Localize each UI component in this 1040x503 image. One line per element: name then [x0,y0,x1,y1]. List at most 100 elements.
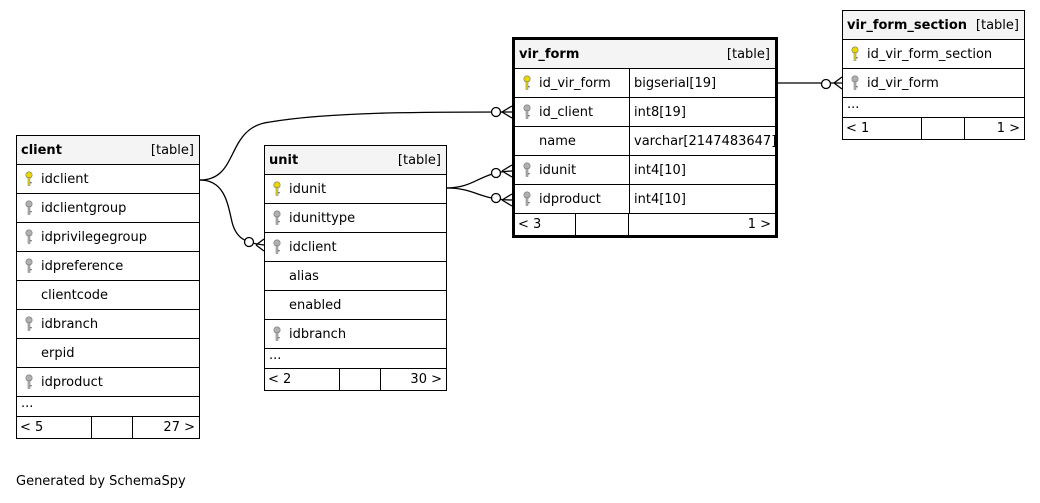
foreign-key-icon [17,194,41,222]
column-row[interactable]: idunit [265,175,446,204]
column-row[interactable]: idclient [17,165,199,194]
no-key-spacer [265,262,289,290]
no-key-spacer [265,291,289,319]
column-name-cell: idclient [265,233,337,261]
parents-count[interactable]: < 2 [265,369,340,390]
column-name-cell: idbranch [17,310,98,338]
crowsfoot-vir-form-idunit-b [501,170,513,178]
crowsfoot-vir-form-idproduct-a [501,193,513,201]
children-count[interactable]: 1 > [996,121,1020,136]
column-name: idclientgroup [41,200,127,216]
column-name: idprivilegegroup [41,229,147,245]
crowsfoot-vir-form-idunit-a [501,164,513,172]
more-columns: ... [265,349,446,369]
column-row[interactable]: id_vir_form_section [843,40,1024,69]
primary-key-icon [17,165,41,193]
column-row[interactable]: idbranch [17,310,199,339]
column-row[interactable]: alias [265,262,446,291]
children-count[interactable]: 1 > [747,217,771,232]
column-name: id_vir_form_section [867,46,993,62]
column-name: idclient [41,171,89,187]
parents-count[interactable]: < 3 [515,214,576,235]
column-name-cell: enabled [265,291,341,319]
column-type: varchar[2147483647] [629,127,776,155]
table-name: vir_form_section [847,17,968,33]
parents-count[interactable]: < 5 [17,417,92,438]
column-row[interactable]: idprivilegegroup [17,223,199,252]
table-name: unit [269,152,299,168]
column-row[interactable]: idunittype [265,204,446,233]
table-vir-form-section[interactable]: vir_form_section [table] id_vir_form_sec… [842,10,1025,140]
primary-key-icon [515,69,539,97]
column-name-cell: idunittype [265,204,355,232]
table-client[interactable]: client [table] idclient idclientgroup idpr… [16,135,200,439]
column-name-cell: idbranch [265,320,346,348]
crowsfoot-vir-form-idproduct-b [501,199,513,207]
column-name: alias [289,268,319,284]
children-count[interactable]: 30 > [410,372,442,387]
optional-marker-vir-form-idproduct [490,192,502,204]
optional-marker-section [820,78,832,90]
optional-marker-unit-idclient [243,236,255,248]
table-footer: < 1 1 > [843,118,1024,139]
column-name: idunit [539,162,577,178]
no-key-spacer [17,281,41,309]
column-row[interactable]: idproduct [17,368,199,397]
parents-count[interactable]: < 1 [843,118,922,139]
column-name-cell: idclient [17,165,89,193]
column-name-cell: idclientgroup [17,194,126,222]
column-name: erpid [41,345,75,361]
footer-spacer [92,417,133,438]
column-type: int8[19] [629,98,686,126]
column-row[interactable]: clientcode [17,281,199,310]
no-key-spacer [515,127,539,155]
table-kind: [table] [150,142,194,158]
column-name-cell: idunit [515,156,629,184]
column-row[interactable]: enabled [265,291,446,320]
footer-spacer [576,214,629,235]
column-name-cell: name [515,127,629,155]
table-kind: [table] [975,17,1019,33]
crowsfoot-unit-idclient-b [255,244,265,252]
column-name: idclient [289,239,337,255]
column-name: enabled [289,297,342,313]
column-name: idproduct [41,374,103,390]
table-footer: < 5 27 > [17,417,199,438]
table-kind: [table] [726,46,770,62]
column-name-cell: alias [265,262,319,290]
edge-unit-vir-form-idproduct [446,187,513,201]
crowsfoot-section-a [833,76,843,84]
column-name-cell: clientcode [17,281,108,309]
foreign-key-icon [265,204,289,232]
generator-credit: Generated by SchemaSpy [16,474,186,489]
crowsfoot-section-b [833,82,843,90]
column-list: idclient idclientgroup idprivilegegroup idp… [17,165,199,397]
table-name: client [21,142,62,158]
column-row[interactable]: idclientgroup [17,194,199,223]
column-row[interactable]: id_vir_form [843,69,1024,98]
foreign-key-icon [843,69,867,97]
column-row[interactable]: idpreference [17,252,199,281]
column-row[interactable]: idbranch [265,320,446,349]
table-header: vir_form [table] [515,40,775,69]
column-row[interactable]: idclient [265,233,446,262]
table-kind: [table] [397,152,441,168]
column-row[interactable]: erpid [17,339,199,368]
footer-spacer [922,118,965,139]
column-name: id_vir_form [539,75,611,91]
crowsfoot-vir-form-idclient-a [501,105,513,113]
children-count[interactable]: 27 > [163,420,195,435]
column-name-cell: id_vir_form_section [843,40,992,68]
column-type: int4[10] [629,185,686,213]
foreign-key-icon [515,98,539,126]
